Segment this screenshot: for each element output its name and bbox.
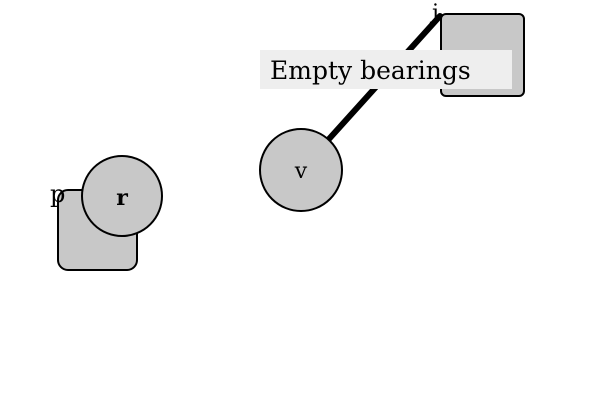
node-v-label: v [294, 159, 308, 184]
node-j-label: j [429, 1, 439, 26]
tooltip-background [260, 50, 512, 89]
tooltip-text: Empty bearings [270, 56, 471, 85]
tooltip: Empty bearings [260, 50, 512, 89]
node-r[interactable]: r [81, 155, 163, 237]
node-p-label: p [50, 180, 65, 208]
node-r-label: r [116, 185, 128, 211]
node-r-shape [81, 155, 163, 237]
node-v-shape [259, 128, 343, 212]
node-v[interactable]: v [259, 128, 343, 212]
